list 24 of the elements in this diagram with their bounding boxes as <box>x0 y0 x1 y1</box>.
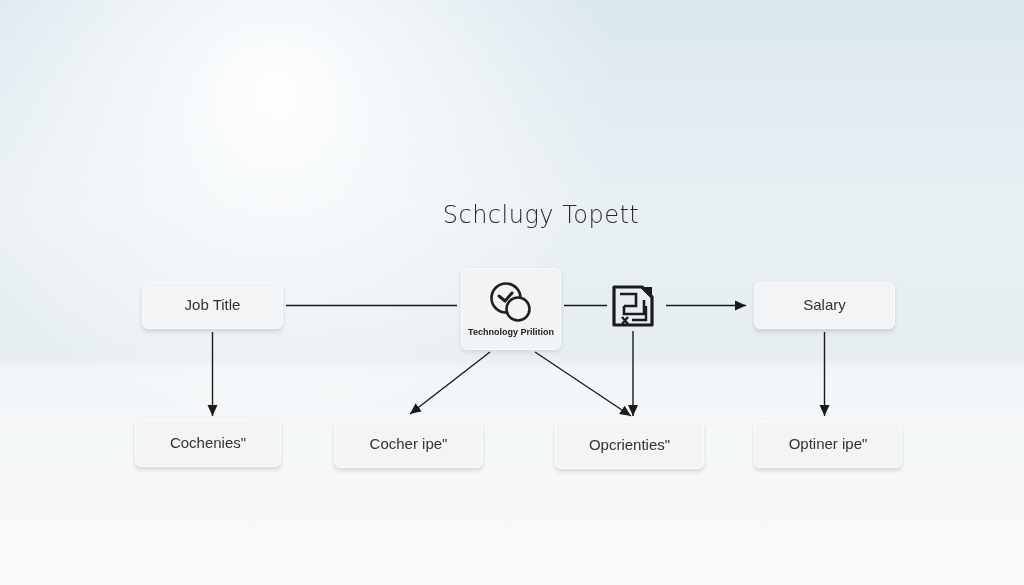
process-card <box>754 282 895 329</box>
card-label: Opcrienties" <box>588 435 671 455</box>
process-card <box>135 420 281 467</box>
process-card <box>142 282 283 329</box>
card-label: Job Title <box>184 296 241 315</box>
card-label: Technology Prilition <box>468 328 554 337</box>
arrow <box>534 351 632 417</box>
process-card <box>555 421 704 469</box>
process-card <box>334 421 483 468</box>
icon-card <box>461 268 561 350</box>
connector-line <box>285 304 458 307</box>
process-card <box>754 421 902 468</box>
arrow <box>819 331 830 417</box>
document-icon <box>610 284 656 328</box>
connector-line <box>563 304 608 307</box>
card-label: Optiner ipe" <box>788 435 868 454</box>
arrow <box>409 351 491 415</box>
diagram-title: Schclugy Topett <box>441 203 641 227</box>
arrow <box>207 331 218 417</box>
card-label: Salary <box>803 296 846 315</box>
arrow <box>665 300 747 311</box>
card-label: Cocher ipe" <box>369 435 448 454</box>
card-label: Cochenies" <box>169 434 247 453</box>
arrow <box>628 330 638 417</box>
